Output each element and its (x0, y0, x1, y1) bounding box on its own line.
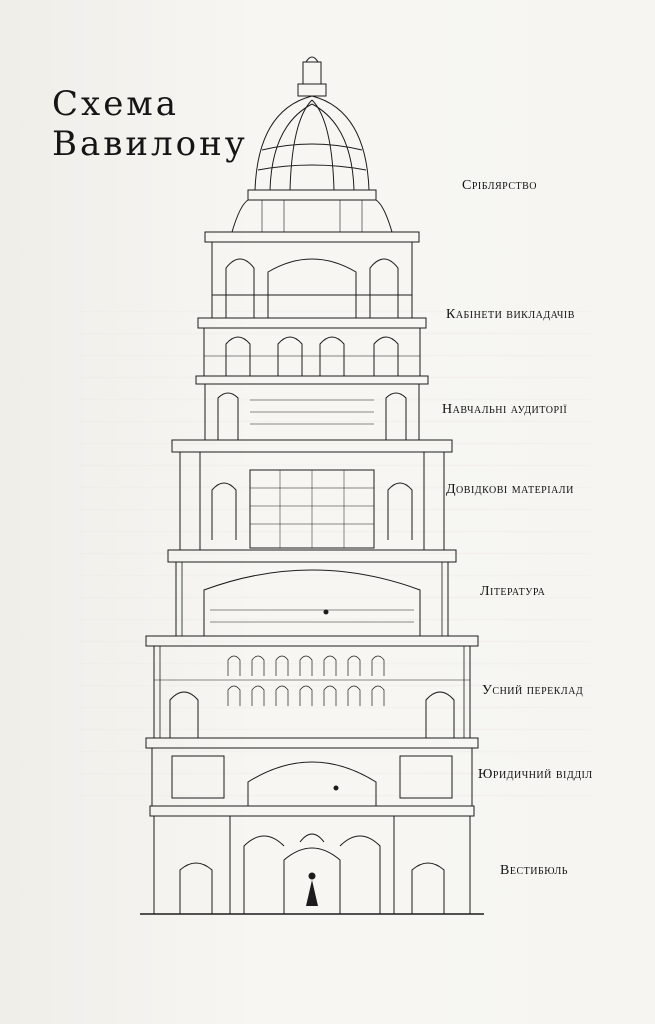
floor-reference (171, 439, 453, 551)
page-title: Схема Вавилону (52, 84, 248, 164)
floor-label-lecture-halls: Навчальні аудиторії (442, 402, 568, 417)
floor-faculty-offices (197, 317, 427, 377)
floor-interpretation (145, 635, 479, 739)
floor-literature (167, 549, 457, 637)
floor-label-legal: Юридичний відділ (478, 767, 593, 782)
floor-label-interpretation: Усний переклад (482, 683, 584, 698)
floor-lobby (140, 805, 484, 915)
floor-label-silversmithing: Сріблярство (462, 178, 538, 193)
title-line-2: Вавилону (52, 124, 248, 164)
floor-lecture-halls (195, 375, 429, 441)
floor-label-faculty-offices: Кабінети викладачів (446, 307, 575, 322)
floor-legal (145, 737, 479, 807)
tower-outline (159, 562, 465, 738)
dome (231, 56, 393, 233)
floor-label-literature: Література (480, 584, 546, 599)
floor-label-reference: Довідкові матеріали (446, 482, 574, 497)
title-line-1: Схема (52, 84, 180, 124)
bleed-through-texture (80, 290, 590, 810)
floor-label-lobby: Вестибюль (500, 863, 568, 878)
